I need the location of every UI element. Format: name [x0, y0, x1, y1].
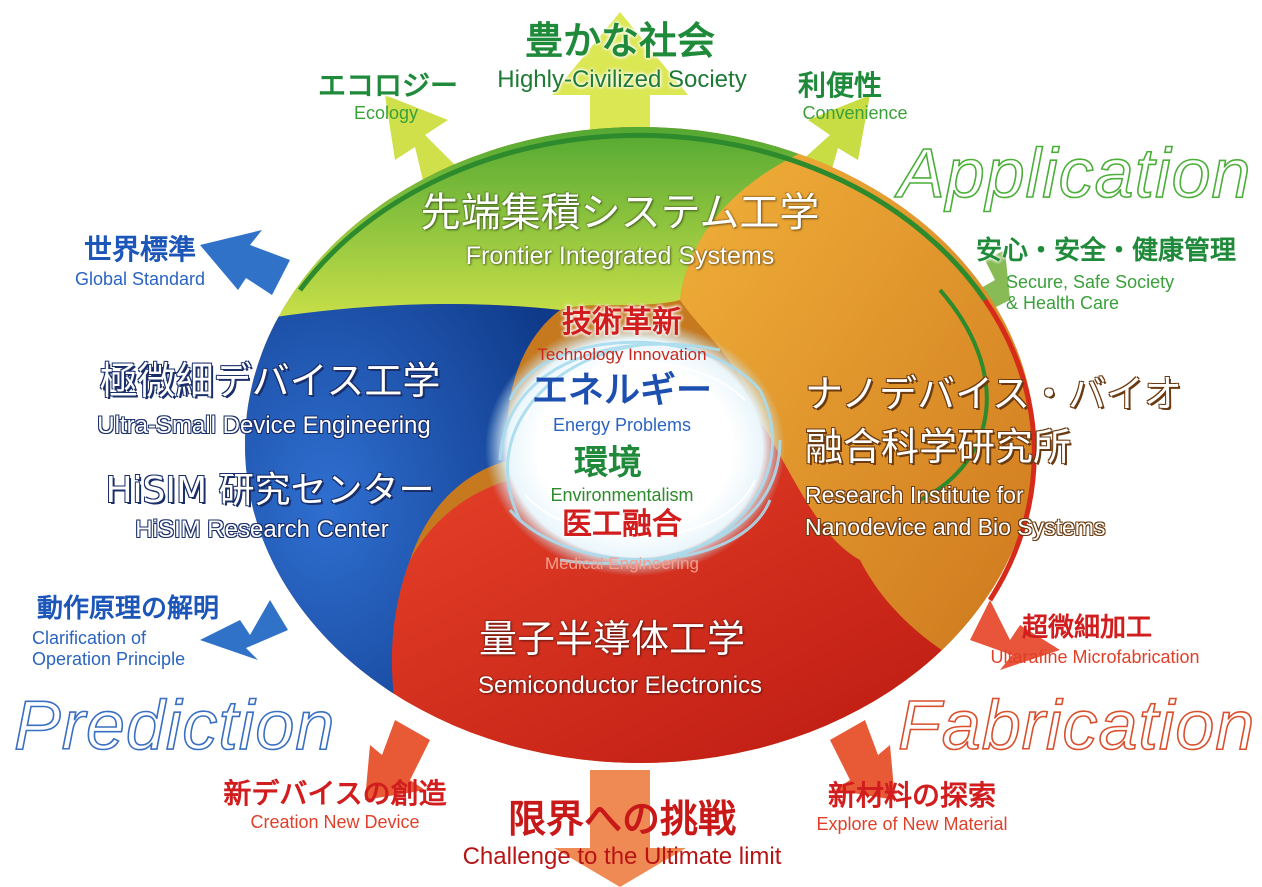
- global-standard-en: Global Standard: [74, 269, 206, 289]
- energy-jp: エネルギー: [531, 370, 713, 411]
- microfabrication-jp: 超微細加工: [1022, 613, 1153, 643]
- nanodevice-jp-line1: ナノデバイス・バイオ: [805, 372, 1182, 416]
- semiconductor-en: Semiconductor Electronics: [477, 672, 763, 699]
- frontier-jp: 先端集積システム工学: [420, 190, 820, 236]
- arrow-operation-principle: [200, 600, 288, 660]
- arrow-global-standard: [200, 230, 290, 295]
- energy-en: Energy Problems: [552, 415, 692, 435]
- ultra-small-en: Ultra-Small Device Engineering: [97, 412, 431, 439]
- new-device-en: Creation New Device: [250, 812, 420, 832]
- prediction-label: Prediction: [13, 686, 336, 764]
- arrow-microfabrication: [970, 600, 1060, 670]
- new-device-jp: 新デバイスの創造: [223, 777, 447, 810]
- environment-en: Environmentalism: [550, 485, 694, 505]
- tech-innovation-jp: 技術革新: [562, 305, 682, 340]
- outward-arrows: [200, 12, 1060, 887]
- ultra-small-jp: 極微細デバイス工学: [99, 359, 441, 403]
- goal-title-en: Highly-Civilized Society: [497, 66, 747, 93]
- arrow-up-society: [552, 12, 688, 200]
- frontier-en: Frontier Integrated Systems: [465, 242, 775, 270]
- microfabrication-en: Ultarafine Microfabrication: [990, 647, 1200, 667]
- arrow-new-device: [365, 720, 430, 800]
- semiconductor-jp: 量子半導体工学: [478, 617, 746, 661]
- hisim-center-jp: HiSIM 研究センター: [105, 470, 435, 511]
- nanodevice-en-line1: Research Institute for: [805, 482, 1024, 508]
- limit-jp: 限界への挑戦: [507, 797, 737, 841]
- convenience-jp: 利便性: [797, 69, 883, 102]
- ecology-en: Ecology: [353, 103, 419, 123]
- medical-eng-en: Medical Engineering: [544, 554, 700, 573]
- convenience-en: Convenience: [802, 103, 908, 123]
- secure-en: Secure, Safe Society & Health Care: [1006, 272, 1175, 313]
- swirl-core: [485, 320, 785, 576]
- limit-en: Challenge to the Ultimate limit: [462, 843, 782, 870]
- global-standard-jp: 世界標準: [83, 233, 197, 266]
- new-material-jp: 新材料の探索: [827, 779, 997, 812]
- goal-title-jp: 豊かな社会: [524, 19, 716, 63]
- ecology-jp: エコロジー: [317, 69, 459, 102]
- operation-principle-jp: 動作原理の解明: [36, 594, 220, 624]
- new-material-en: Explore of New Material: [816, 814, 1008, 834]
- arrow-down-limit: [554, 770, 686, 887]
- nanodevice-jp-line2: 融合科学研究所: [805, 425, 1072, 469]
- fabrication-label: Fabrication: [897, 686, 1256, 764]
- secure-jp: 安心・安全・健康管理: [976, 236, 1237, 266]
- environment-jp: 環境: [574, 443, 642, 483]
- arrow-new-material: [830, 720, 895, 800]
- operation-principle-en: Clarification of Operation Principle: [32, 628, 186, 669]
- tech-innovation-en: Technology Innovation: [537, 345, 707, 364]
- hisim-center-en: HiSIM Research Center: [135, 516, 389, 543]
- medical-eng-jp: 医工融合: [562, 507, 682, 542]
- nanodevice-en-line2: Nanodevice and Bio Systems: [805, 514, 1106, 540]
- application-label: Application: [897, 134, 1252, 212]
